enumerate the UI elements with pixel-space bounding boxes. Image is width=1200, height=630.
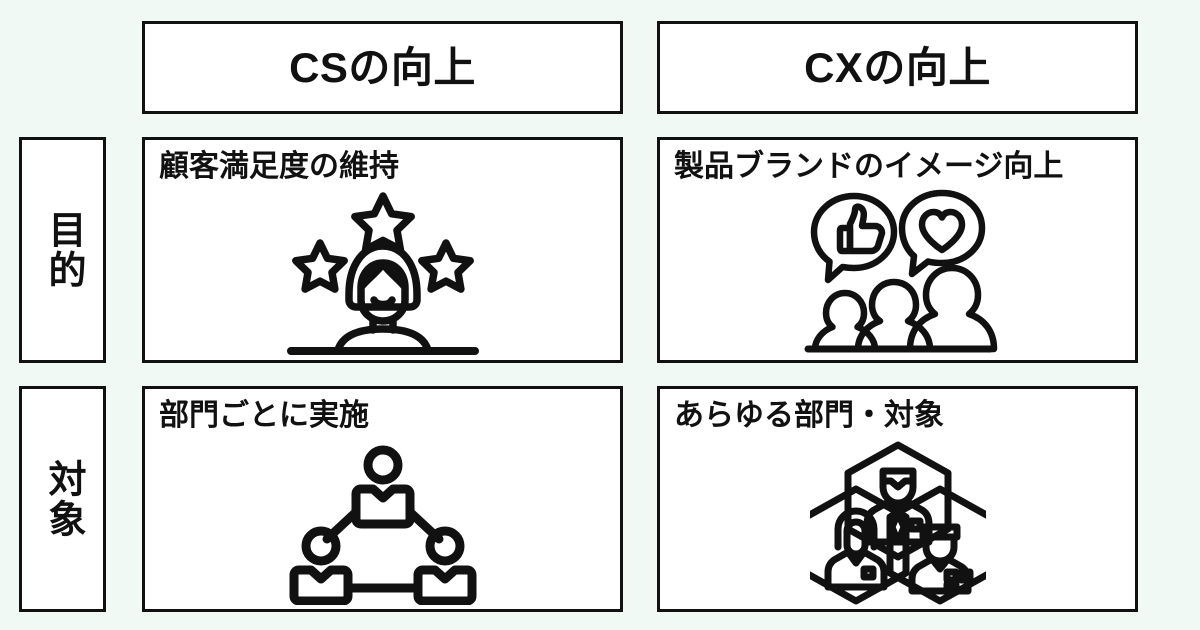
cell-cx-target: あらゆる部門・対象: [657, 386, 1138, 612]
column-header-cs: CSの向上: [142, 21, 623, 114]
column-header-cx-label: CXの向上: [804, 43, 991, 91]
hexagon-people-group-icon: [660, 441, 1135, 605]
column-header-cx: CXの向上: [657, 21, 1138, 114]
row-label-purpose: 目的: [19, 137, 106, 363]
three-person-network-icon: [145, 445, 620, 605]
cell-cs-purpose-title: 顧客満足度の維持: [159, 150, 399, 183]
person-with-stars-icon: [145, 188, 620, 356]
cell-cs-target: 部門ごとに実施: [142, 386, 623, 612]
thumbs-up-heart-crowd-icon: [660, 188, 1135, 356]
cell-cx-purpose-title: 製品ブランドのイメージ向上: [674, 150, 1064, 183]
cell-cx-target-title: あらゆる部門・対象: [674, 399, 944, 432]
row-label-purpose-text: 目的: [42, 210, 85, 290]
cell-cx-purpose: 製品ブランドのイメージ向上: [657, 137, 1138, 363]
cell-cs-target-title: 部門ごとに実施: [159, 399, 369, 432]
cell-cs-purpose: 顧客満足度の維持: [142, 137, 623, 363]
column-header-cs-label: CSの向上: [289, 43, 476, 91]
row-label-target: 対象: [19, 386, 106, 612]
row-label-target-text: 対象: [42, 459, 85, 539]
